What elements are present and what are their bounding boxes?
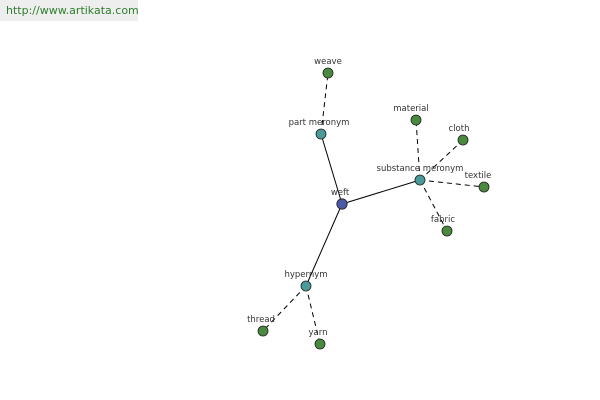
node-label-substance-meronym: substance meronym (377, 164, 464, 174)
edge-weft-part-meronym (320, 133, 343, 205)
edges-layer (262, 72, 485, 345)
node-textile[interactable] (478, 181, 490, 193)
node-fabric[interactable] (441, 225, 453, 237)
node-label-material: material (393, 104, 428, 114)
edge-substance-meronym-textile (419, 179, 485, 188)
edge-substance-meronym-cloth (419, 139, 464, 181)
node-cloth[interactable] (457, 134, 469, 146)
node-label-thread: thread (247, 315, 275, 325)
nodes-layer (257, 67, 490, 350)
edge-substance-meronym-fabric (419, 179, 448, 232)
node-material[interactable] (410, 114, 422, 126)
node-thread[interactable] (257, 325, 269, 337)
node-label-yarn: yarn (309, 328, 328, 338)
edge-weft-substance-meronym (341, 179, 421, 205)
node-label-part-meronym: part meronym (289, 118, 350, 128)
edge-weft-hypernym (305, 203, 343, 287)
node-part-meronym[interactable] (315, 128, 327, 140)
source-link[interactable]: http://www.artikata.com (6, 4, 139, 17)
node-hypernym[interactable] (300, 280, 312, 292)
node-weave[interactable] (322, 67, 334, 79)
node-label-cloth: cloth (449, 124, 470, 134)
node-label-weft: weft (331, 188, 350, 198)
node-yarn[interactable] (314, 338, 326, 350)
node-substance-meronym[interactable] (414, 174, 426, 186)
edge-substance-meronym-material (415, 119, 421, 181)
edge-hypernym-thread (262, 285, 307, 332)
node-label-weave: weave (314, 57, 342, 67)
node-label-hypernym: hypernym (284, 270, 327, 280)
edge-part-meronym-weave (320, 72, 329, 135)
labels-layer: weft part meronym substance meronym hyperny… (247, 57, 491, 338)
edge-hypernym-yarn (305, 285, 321, 345)
node-label-fabric: fabric (431, 215, 455, 225)
node-label-textile: textile (465, 171, 492, 181)
source-banner: http://www.artikata.com (0, 0, 139, 21)
node-weft[interactable] (336, 198, 348, 210)
